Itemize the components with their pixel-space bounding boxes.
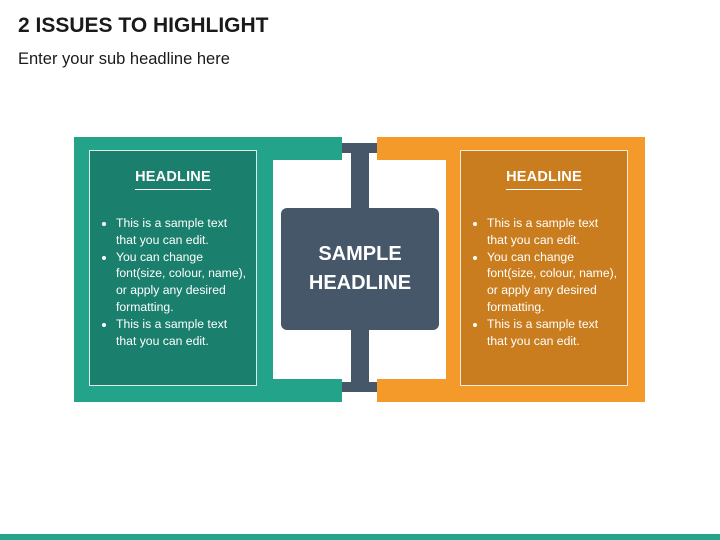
connector-bottom-joint xyxy=(351,330,369,386)
right-bullet-1: This is a sample text that you can edit. xyxy=(487,215,621,249)
right-card-header: HEADLINE xyxy=(461,168,627,190)
page-title: 2 ISSUES TO HIGHLIGHT xyxy=(18,14,269,37)
left-card-bullets: This is a sample text that you can edit.… xyxy=(98,215,250,349)
left-card: HEADLINE This is a sample text that you … xyxy=(89,150,257,386)
footer-rule xyxy=(0,534,720,540)
right-card-bullets: This is a sample text that you can edit.… xyxy=(469,215,621,349)
right-bullet-3: This is a sample text that you can edit. xyxy=(487,316,621,350)
left-bullet-3: This is a sample text that you can edit. xyxy=(116,316,250,350)
page-subtitle: Enter your sub headline here xyxy=(18,50,230,68)
left-bullet-1: This is a sample text that you can edit. xyxy=(116,215,250,249)
right-bullet-2: You can change font(size, colour, name),… xyxy=(487,249,621,316)
connector-top-bar xyxy=(342,143,377,153)
connector-bottom-bar xyxy=(342,382,377,392)
connector-top-joint xyxy=(351,153,369,208)
left-card-headline: HEADLINE xyxy=(135,169,211,190)
center-headline-box: SAMPLE HEADLINE xyxy=(281,208,439,330)
left-card-header: HEADLINE xyxy=(90,168,256,190)
right-card-headline: HEADLINE xyxy=(506,169,582,190)
left-bullet-2: You can change font(size, colour, name),… xyxy=(116,249,250,316)
right-card: HEADLINE This is a sample text that you … xyxy=(460,150,628,386)
center-headline: SAMPLE HEADLINE xyxy=(308,243,412,294)
